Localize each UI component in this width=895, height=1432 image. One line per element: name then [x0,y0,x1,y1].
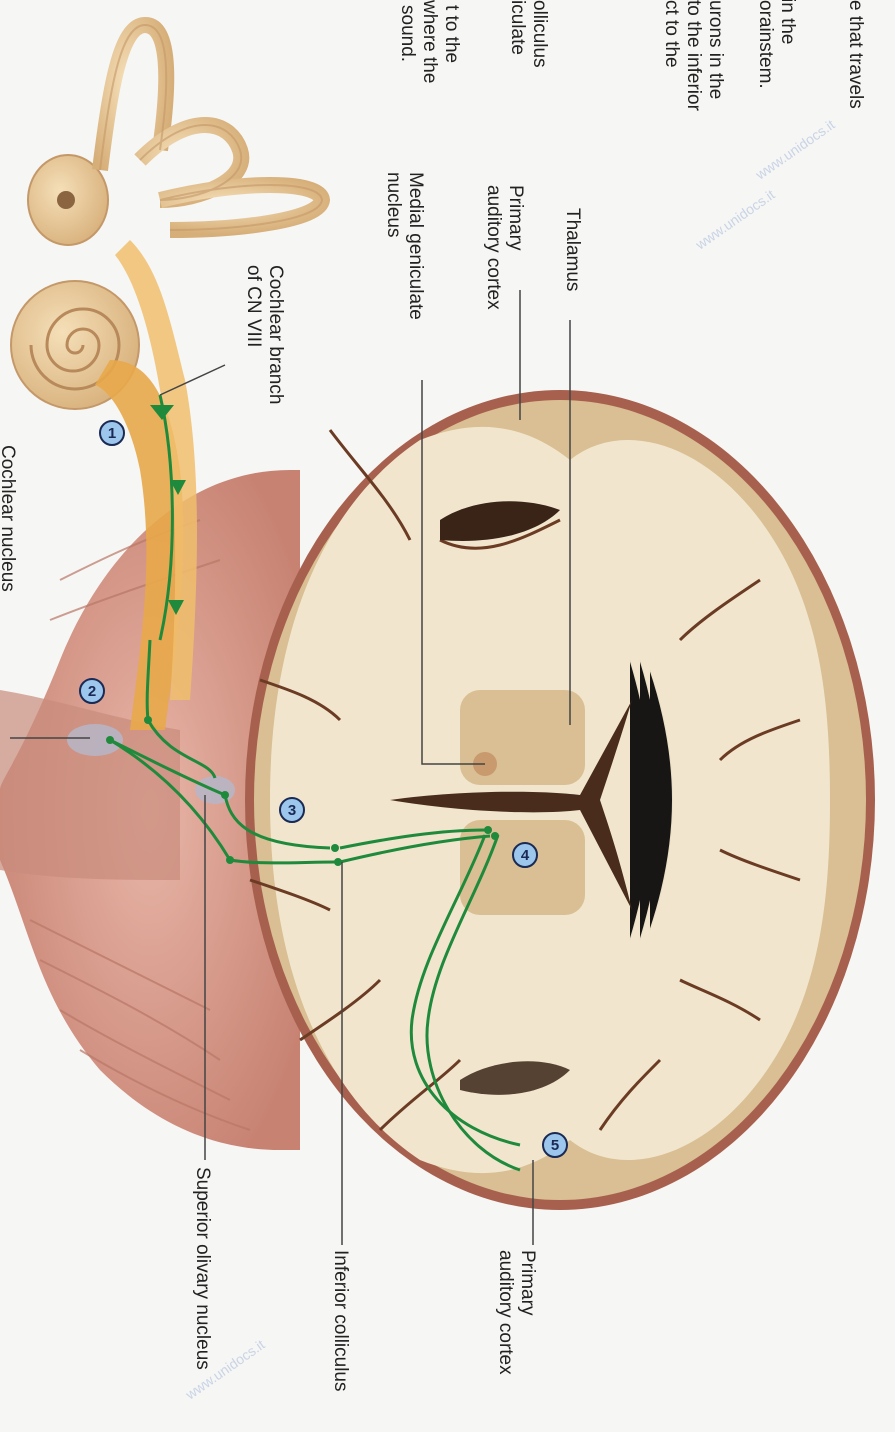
svg-text:5: 5 [551,1137,559,1154]
step-3-badge: 3 [280,798,304,822]
step-2-badge: 2 [80,679,104,703]
step-4-badge: 4 [513,843,537,867]
label-superior-olivary: Superior olivary nucleus [192,1167,213,1370]
label-medial-geniculate: Medial geniculate nucleus [383,172,426,325]
caption-fragment: e that travels [845,0,866,109]
caption-fragment: orainstem. [755,0,776,89]
caption-fragment: ct to the [661,0,682,68]
watermark: www.unidocs.it [752,116,838,183]
svg-text:3: 3 [288,802,296,819]
caption-fragment: iculate [507,0,528,55]
brain-slice [245,390,875,1210]
svg-text:4: 4 [521,847,530,864]
svg-text:1: 1 [108,425,116,442]
caption-fragment: to the inferior [683,0,704,112]
label-cochlear-branch: Cochlear branch of CN VIII [243,265,286,410]
step-5-badge: 5 [543,1133,567,1157]
label-inferior-colliculus: Inferior colliculus [330,1250,351,1392]
cut-caption-text: ibrane e that travels in the orainstem. … [397,0,886,112]
label-thalamus: Thalamus [562,208,583,291]
caption-fragment: urons in the [705,0,726,99]
svg-text:2: 2 [88,683,96,700]
caption-fragment: olliculus [529,0,550,68]
caption-fragment: where the [419,0,440,83]
step-1-badge: 1 [100,421,124,445]
caption-fragment: sound. [397,5,418,62]
caption-fragment: t to the [441,5,462,63]
watermark: www.unidocs.it [692,186,778,253]
label-primary-auditory-cortex-bottom: Primary auditory cortex [495,1250,538,1375]
cochlear-nucleus-spot [67,724,123,756]
label-cochlear-nucleus: Cochlear nucleus [0,445,18,592]
caption-fragment: in the [777,0,798,44]
